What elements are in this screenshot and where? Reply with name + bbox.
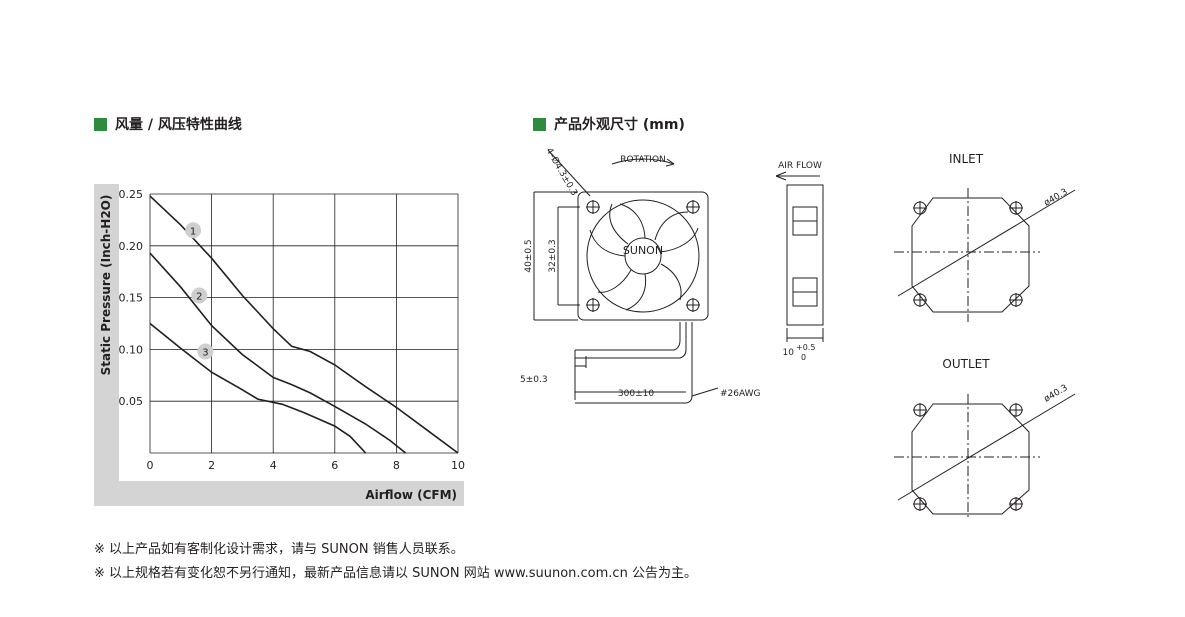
wire-label: #26AWG (720, 389, 761, 399)
lead-length-label: 300±10 (618, 389, 654, 399)
x-tick-label: 4 (270, 459, 277, 472)
series-label-3: 3 (202, 347, 208, 358)
y-tick-label: 0.20 (119, 240, 144, 253)
fan-blade-icon (589, 203, 699, 311)
fan-curve-section-title: 风量 / 风压特性曲线 (94, 114, 242, 134)
rotation-label: ROTATION (620, 155, 666, 165)
y-tick-label: 0.25 (119, 188, 144, 201)
inlet-diameter-label: ø40.3 (1043, 187, 1070, 208)
airflow-arrow-icon (775, 171, 820, 181)
y-tick-label: 0.05 (119, 395, 144, 408)
fan-frame-side (786, 184, 824, 326)
series-label-1: 1 (190, 226, 196, 237)
y-tick-label: 0.10 (119, 343, 144, 356)
strip-label: 5±0.3 (520, 375, 548, 385)
chart-series: 1 2 3 (149, 195, 459, 454)
x-tick-label: 6 (331, 459, 338, 472)
inlet-view (894, 188, 1076, 322)
outlet-diameter-label: ø40.3 (1043, 383, 1070, 404)
footnotes: ※ 以上产品如有客制化设计需求，请与 SUNON 销售人员联系。 ※ 以上规格若… (94, 538, 697, 586)
rotation-arrow-icon (611, 158, 675, 165)
series-marker-3 (197, 343, 214, 360)
series-line-1 (149, 195, 459, 454)
outlet-label: OUTLET (942, 357, 990, 371)
height-dim-inner (557, 206, 580, 306)
depth-dim (786, 328, 824, 342)
x-tick-label: 8 (393, 459, 400, 472)
depth-tol-upper: +0.5 (796, 343, 815, 352)
x-tick-label: 10 (451, 459, 465, 472)
brand-label: SUNON (623, 244, 663, 257)
outlet-view (894, 393, 1076, 520)
series-marker-2 (191, 287, 208, 304)
fan-curve-title-text: 风量 / 风压特性曲线 (115, 117, 242, 133)
inlet-label: INLET (949, 152, 984, 166)
hole-dim-label: 4–Ø4.3±0.3 (543, 146, 579, 198)
chart-tick-labels: 0 2 4 6 8 10 0.05 0.10 0.15 0.20 0.25 (119, 188, 466, 472)
height-outer-label: 40±0.5 (524, 239, 534, 272)
wire-leader (691, 387, 719, 397)
series-line-3 (149, 322, 367, 454)
note-customization: ※ 以上产品如有客制化设计需求，请与 SUNON 销售人员联系。 (94, 542, 464, 557)
y-tick-label: 0.15 (119, 292, 144, 305)
depth-main-label: 10 (783, 348, 795, 358)
dimension-title-text: 产品外观尺寸 (mm) (554, 117, 685, 133)
depth-tol-lower: 0 (801, 353, 806, 362)
hole-leader-line (547, 149, 591, 197)
series-marker-1 (185, 222, 202, 239)
height-inner-label: 32±0.3 (548, 239, 558, 272)
x-tick-label: 0 (147, 459, 154, 472)
height-dim-outer (533, 191, 578, 321)
lead-wires (575, 322, 693, 404)
y-axis-label: Static Pressure (Inch-H2O) (99, 195, 113, 376)
fan-impeller-ring (586, 199, 700, 313)
series-line-2 (149, 252, 407, 454)
x-axis-label: Airflow (CFM) (365, 488, 457, 502)
x-tick-label: 2 (208, 459, 215, 472)
green-square-icon (94, 117, 107, 131)
chart-inner-area (119, 184, 464, 481)
green-square-icon (533, 117, 546, 131)
mounting-hole-icon (586, 200, 700, 312)
dimension-section-title: 产品外观尺寸 (mm) (533, 114, 685, 134)
series-label-2: 2 (196, 292, 202, 303)
fan-frame-front (577, 191, 709, 321)
note-disclaimer: ※ 以上规格若有变化恕不另行通知，最新产品信息请以 SUNON 网站 www.s… (94, 566, 697, 581)
air-flow-label: AIR FLOW (778, 161, 822, 171)
